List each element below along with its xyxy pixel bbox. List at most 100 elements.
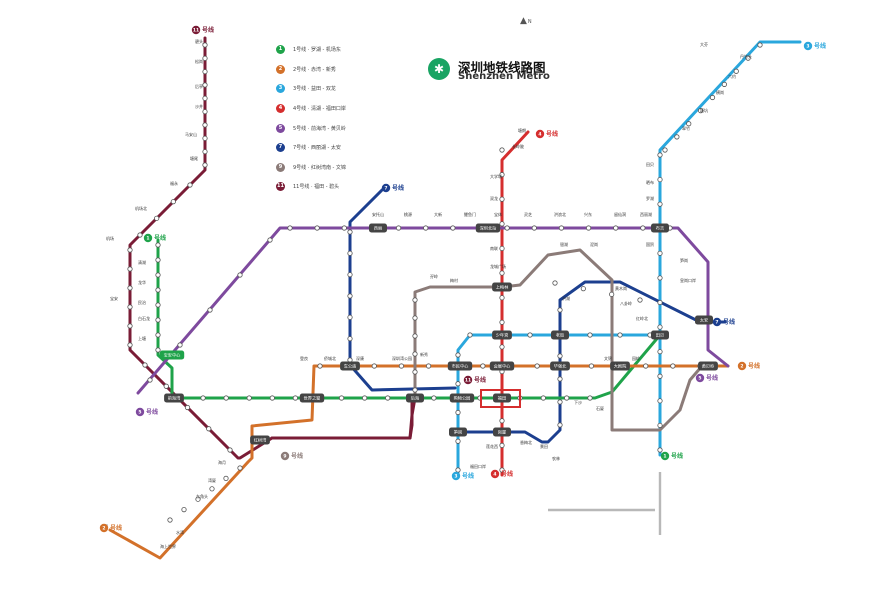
station-dot[interactable] — [202, 95, 208, 101]
station-dot[interactable] — [347, 293, 353, 299]
station-dot[interactable] — [657, 373, 663, 379]
station-dot[interactable] — [202, 122, 208, 128]
station-dot[interactable] — [347, 229, 353, 235]
station-dot[interactable] — [733, 68, 739, 74]
station-dot[interactable] — [480, 363, 486, 369]
station-dot[interactable] — [202, 69, 208, 75]
station-dot[interactable] — [200, 395, 206, 401]
station-dot[interactable] — [202, 42, 208, 48]
station-dot[interactable] — [371, 363, 377, 369]
station-dot[interactable] — [670, 363, 676, 369]
station-dot[interactable] — [499, 270, 505, 276]
station-dot[interactable] — [643, 363, 649, 369]
station-dot[interactable] — [657, 299, 663, 306]
station-dot[interactable] — [155, 317, 161, 323]
station-dot[interactable] — [412, 297, 418, 303]
station-dot[interactable] — [585, 225, 592, 231]
station-dot[interactable] — [499, 245, 505, 252]
station-dot[interactable] — [385, 395, 391, 401]
station-dot[interactable] — [455, 381, 461, 387]
station-dot[interactable] — [202, 162, 208, 168]
station-dot[interactable] — [657, 201, 663, 207]
station-dot[interactable] — [155, 347, 161, 353]
station-dot[interactable] — [455, 438, 461, 444]
station-dot[interactable] — [223, 395, 229, 401]
station-dot[interactable] — [657, 447, 663, 453]
station-dot[interactable] — [170, 199, 176, 205]
station-dot[interactable] — [155, 287, 161, 293]
station-dot[interactable] — [455, 409, 461, 416]
station-dot[interactable] — [202, 82, 208, 88]
station-dot[interactable] — [154, 215, 160, 221]
station-dot[interactable] — [292, 395, 298, 401]
station-dot[interactable] — [267, 237, 273, 243]
station-dot[interactable] — [127, 342, 133, 348]
station-dot[interactable] — [709, 94, 716, 101]
station-dot[interactable] — [499, 147, 505, 153]
interchange-7[interactable]: 购物公园 — [449, 393, 475, 403]
station-dot[interactable] — [499, 418, 505, 424]
station-dot[interactable] — [202, 135, 208, 141]
station-dot[interactable] — [499, 319, 505, 325]
station-dot[interactable] — [341, 225, 347, 231]
station-dot[interactable] — [499, 467, 505, 473]
interchange-10[interactable]: 华强北 — [550, 361, 570, 371]
station-dot[interactable] — [674, 134, 680, 140]
station-dot[interactable] — [425, 363, 432, 369]
station-dot[interactable] — [195, 496, 201, 502]
station-dot[interactable] — [412, 333, 418, 339]
interchange-12[interactable]: 老街 — [551, 330, 569, 340]
interchange-23[interactable]: 太安 — [695, 315, 713, 325]
interchange-1[interactable]: 深圳北站 — [475, 223, 501, 233]
station-dot[interactable] — [127, 323, 133, 329]
station-dot[interactable] — [423, 225, 429, 231]
station-dot[interactable] — [527, 332, 533, 338]
station-dot[interactable] — [540, 395, 546, 401]
station-dot[interactable] — [177, 342, 183, 348]
station-dot[interactable] — [155, 257, 161, 263]
station-dot[interactable] — [657, 398, 663, 404]
station-dot[interactable] — [617, 332, 623, 338]
station-dot[interactable] — [499, 344, 505, 350]
station-dot[interactable] — [227, 447, 233, 453]
station-dot[interactable] — [721, 81, 727, 87]
station-dot[interactable] — [155, 242, 161, 248]
station-dot[interactable] — [223, 475, 229, 481]
station-dot[interactable] — [657, 250, 663, 256]
station-dot[interactable] — [314, 225, 320, 231]
station-dot[interactable] — [564, 395, 570, 401]
station-dot[interactable] — [558, 225, 565, 231]
station-dot[interactable] — [347, 336, 353, 342]
station-dot[interactable] — [609, 291, 615, 297]
station-dot[interactable] — [557, 376, 563, 382]
station-dot[interactable] — [531, 225, 537, 231]
station-dot[interactable] — [557, 353, 563, 359]
interchange-9[interactable]: 岗厦 — [493, 427, 511, 437]
station-dot[interactable] — [499, 295, 505, 301]
station-dot[interactable] — [209, 486, 215, 492]
station-dot[interactable] — [237, 272, 243, 278]
station-dot[interactable] — [127, 266, 133, 272]
station-dot[interactable] — [640, 225, 646, 231]
station-dot[interactable] — [181, 506, 187, 513]
station-dot[interactable] — [412, 351, 418, 357]
station-dot[interactable] — [202, 149, 208, 155]
station-dot[interactable] — [455, 467, 461, 473]
interchange-4[interactable]: 前海湾 — [164, 393, 184, 403]
